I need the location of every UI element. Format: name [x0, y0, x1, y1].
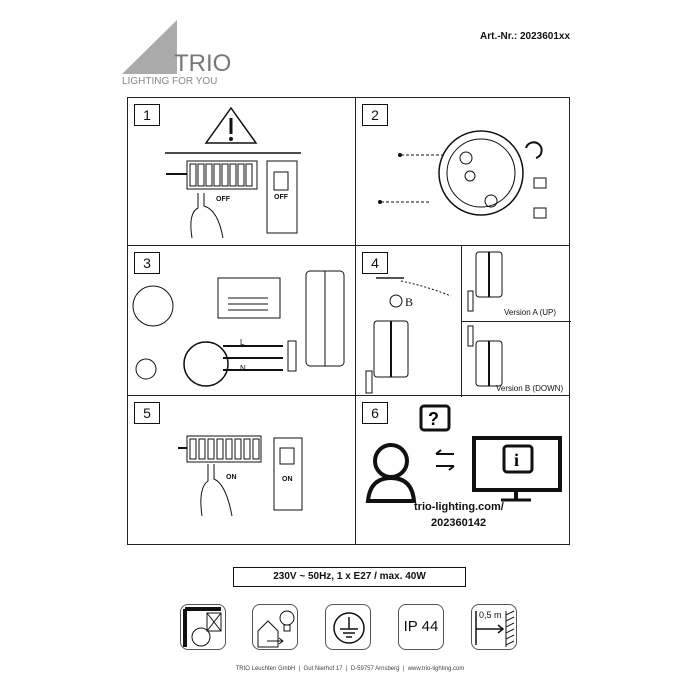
mounting-plate-illustration: [378, 130, 547, 219]
step-number: 4: [362, 252, 388, 274]
svg-text:?: ?: [428, 409, 439, 429]
step-6-panel: 6 ? i trio-lighting.com/ 202360142: [355, 395, 570, 545]
step-3-panel: 3 L N: [127, 245, 356, 396]
footer-address: TRIO Leuchten GmbH | Gut Nierhof 17 | D-…: [235, 666, 465, 672]
on-label: ON: [282, 476, 293, 483]
svg-text:i: i: [514, 450, 519, 470]
step-4-panel: 4 B Version A (UP) Version B (DOWN): [355, 245, 571, 397]
article-number: Art.-Nr.: 2023601xx: [480, 31, 571, 42]
support-url[interactable]: trio-lighting.com/: [414, 501, 504, 513]
step-number: 5: [134, 402, 160, 424]
min-distance-icon: 0,5 m: [471, 604, 517, 650]
no-cover-icon: [180, 604, 226, 650]
version-b-label: Version B (DOWN): [496, 384, 564, 393]
off-label: OFF: [274, 194, 288, 201]
bulb-label: B: [405, 295, 414, 309]
version-a-label: Version A (UP): [504, 308, 557, 317]
wiring-illustration: [132, 270, 345, 387]
ip-rating-label: IP 44: [403, 618, 439, 635]
step-number: 2: [362, 104, 388, 126]
breaker-on-illustration: [178, 435, 303, 517]
spec-text: 230V ~ 50Hz, 1 x E27 / max. 40W: [273, 571, 426, 582]
breaker-off-illustration: [165, 106, 301, 239]
product-code: 202360142: [431, 517, 487, 529]
neutral-wire-label: N: [240, 364, 246, 373]
ip44-icon: IP 44: [398, 604, 444, 650]
step-number: 3: [134, 252, 160, 274]
protective-earth-icon: [325, 604, 371, 650]
trio-logo: TRIO LIGHTING FOR YOU: [122, 18, 232, 90]
support-illustration: ? i: [365, 404, 562, 503]
on-label: ON: [226, 474, 237, 481]
off-label: OFF: [216, 196, 230, 203]
spec-box: 230V ~ 50Hz, 1 x E27 / max. 40W: [233, 567, 466, 587]
step-2-panel: 2: [355, 97, 570, 246]
divider: [461, 321, 571, 322]
indoor-outdoor-lamp-icon: [252, 604, 298, 650]
step-1-panel: 1 OFF OFF: [127, 97, 356, 246]
step-5-panel: 5 ON ON: [127, 395, 356, 545]
distance-label: 0,5 m: [479, 610, 502, 620]
live-wire-label: L: [240, 338, 245, 347]
logo-tagline: LIGHTING FOR YOU: [122, 76, 218, 87]
lamp-orientation-illustration: [365, 251, 503, 394]
logo-triangle-icon: [122, 20, 177, 74]
step-number: 1: [134, 104, 160, 126]
logo-brand: TRIO: [174, 50, 232, 77]
step-number: 6: [362, 402, 388, 424]
